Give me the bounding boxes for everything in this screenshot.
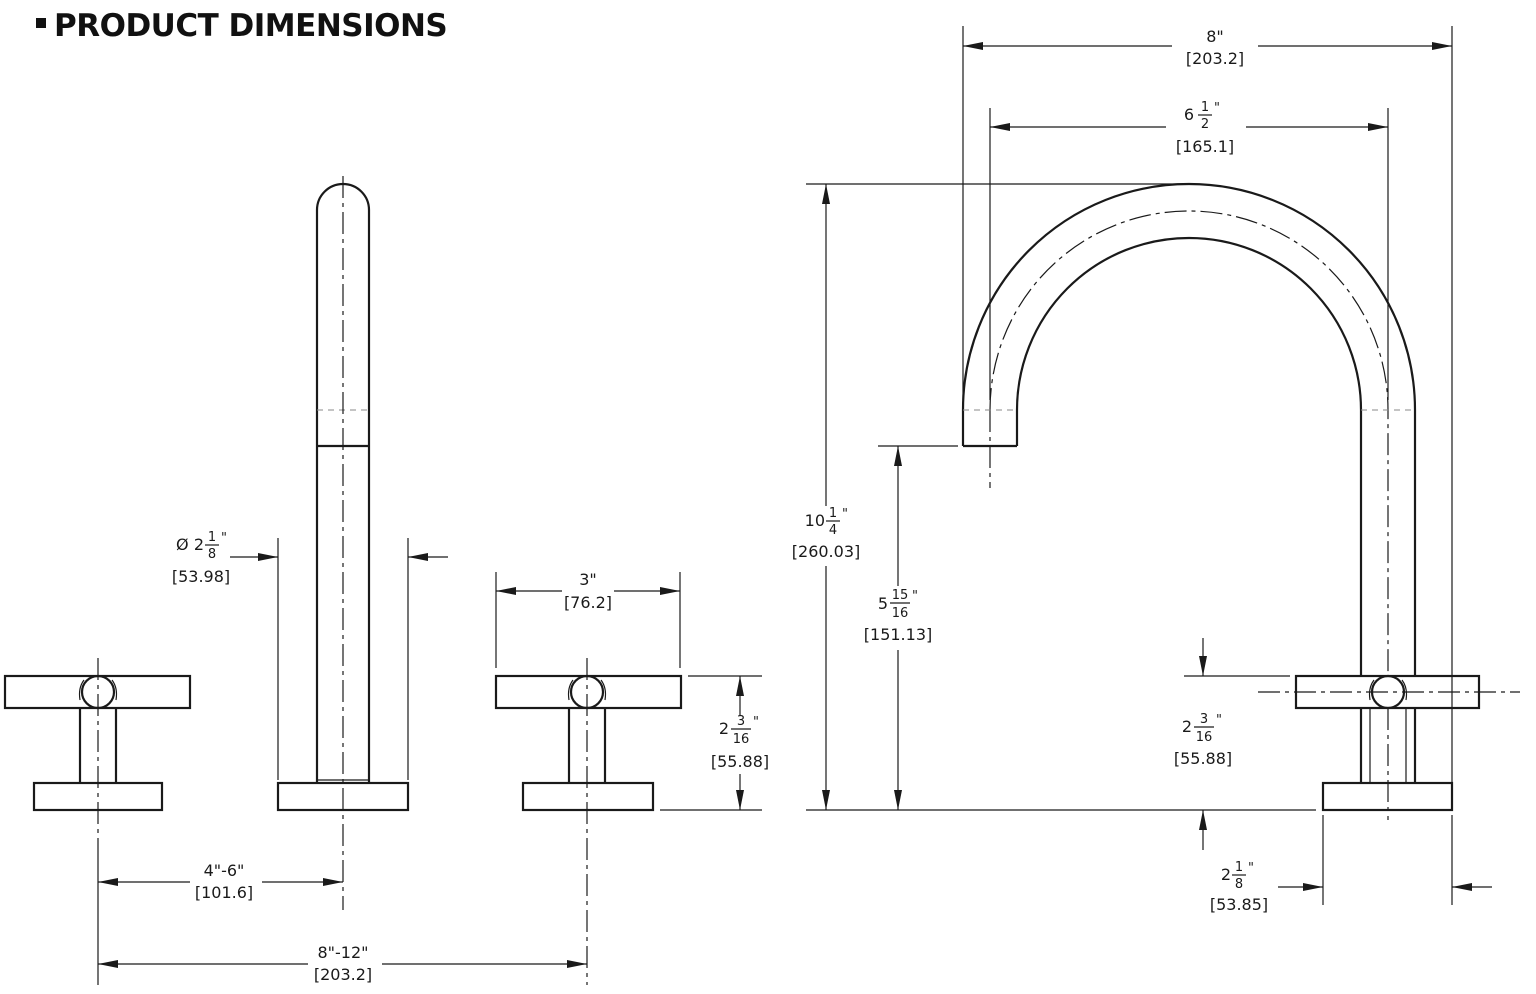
base-diameter-numerator: 1: [208, 530, 216, 545]
handle-height-left-whole: 2: [719, 719, 729, 738]
spout-front: [276, 176, 410, 910]
inner-span-dimension: [989, 108, 1389, 400]
spout-clearance-numerator: 15: [892, 588, 909, 603]
handle-height-left-denominator: 16: [733, 732, 750, 747]
spout-clearance-unit: ": [912, 589, 918, 604]
overall-height-unit: ": [842, 507, 848, 522]
handle-side: [1258, 674, 1520, 820]
base-diameter-side-numerator: 1: [1235, 860, 1243, 875]
inner-span-whole: 6: [1184, 105, 1194, 124]
overall-height-metric: [260.03]: [792, 542, 860, 561]
handle-length-value: 3": [579, 570, 597, 589]
base-diameter-side-dimension: [1278, 815, 1492, 905]
handle-height-left-unit: ": [753, 715, 759, 730]
handle-height-left-dimension: [660, 675, 762, 811]
handle-height-right-metric: [55.88]: [1174, 749, 1232, 768]
base-diameter-dimension: [230, 538, 448, 780]
overall-height-numerator: 1: [829, 506, 837, 521]
base-diameter-whole: 2: [194, 535, 204, 554]
title-bullet-icon: [36, 17, 46, 28]
overall-height-denominator: 4: [829, 523, 837, 538]
inner-span-metric: [165.1]: [1176, 137, 1234, 156]
inner-span-unit: ": [1214, 101, 1220, 116]
base-diameter-side-denominator: 8: [1235, 877, 1243, 892]
base-diameter-denominator: 8: [208, 547, 216, 562]
top-span-dimension: [962, 26, 1453, 783]
base-diameter-side-metric: [53.85]: [1210, 895, 1268, 914]
base-diameter-side-whole: 2: [1221, 865, 1231, 884]
handle-spacing-value: 4"-6": [204, 861, 245, 880]
base-diameter-unit: ": [221, 531, 227, 546]
overall-spread-dimension: [97, 850, 587, 985]
handle-height-right-numerator: 3: [1200, 712, 1208, 727]
overall-height-whole: 10: [805, 511, 825, 530]
handle-spacing-metric: [101.6]: [195, 883, 253, 902]
left-handle-front: [3, 658, 192, 850]
spout-clearance-whole: 5: [878, 594, 888, 613]
right-handle-front: [494, 658, 683, 985]
spout-clearance-metric: [151.13]: [864, 625, 932, 644]
handle-height-right-dimension: [1184, 638, 1290, 850]
base-diameter-symbol: Ø: [176, 535, 189, 554]
title-text: PRODUCT DIMENSIONS: [54, 8, 448, 44]
overall-spread-value: 8"-12": [317, 943, 368, 962]
handle-height-left-metric: [55.88]: [711, 752, 769, 771]
inner-span-numerator: 1: [1201, 100, 1209, 115]
top-span-value: 8": [1206, 27, 1224, 46]
spout-clearance-denominator: 16: [892, 606, 909, 621]
base-diameter-metric: [53.98]: [172, 567, 230, 586]
handle-height-right-whole: 2: [1182, 717, 1192, 736]
inner-span-denominator: 2: [1201, 117, 1209, 132]
handle-length-metric: [76.2]: [564, 593, 612, 612]
page-title: PRODUCT DIMENSIONS: [36, 8, 448, 44]
base-diameter-side-unit: ": [1248, 861, 1254, 876]
spout-side: [961, 182, 1417, 676]
handle-length-dimension: [495, 572, 681, 668]
handle-height-left-numerator: 3: [737, 714, 745, 729]
handle-height-right-denominator: 16: [1196, 730, 1213, 745]
handle-height-right-unit: ": [1216, 713, 1222, 728]
spout-clearance-dimension: [878, 445, 958, 810]
top-span-metric: [203.2]: [1186, 49, 1244, 68]
overall-height-dimension: [806, 183, 1316, 811]
overall-spread-metric: [203.2]: [314, 965, 372, 984]
